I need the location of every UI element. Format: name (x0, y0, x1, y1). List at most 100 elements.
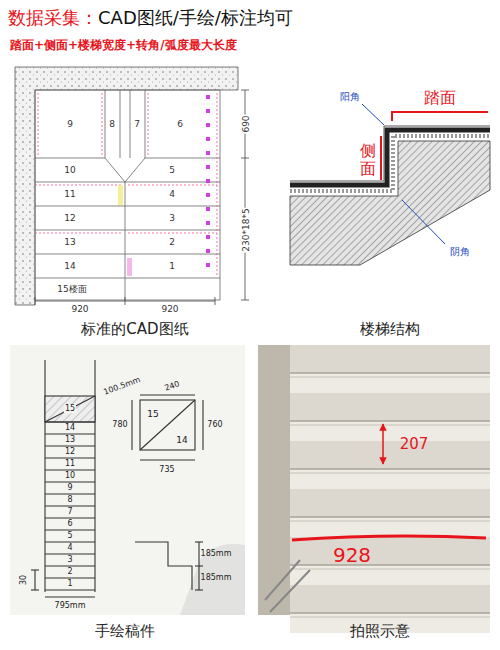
step-number: 6 (177, 119, 183, 129)
tread (290, 373, 490, 393)
photo-dimension: 928 (333, 544, 371, 567)
panel-caption: 手绘稿件 (95, 623, 155, 640)
step-number: 9 (67, 119, 73, 129)
sketch-step-number: 9 (67, 483, 72, 492)
subtitle: 踏面+侧面+楼梯宽度+转角/弧度最大长度 (10, 39, 237, 53)
sketch-row-line (45, 577, 95, 578)
sketch-step-number: 12 (65, 447, 75, 456)
sketch-dimension: 780 (112, 420, 127, 429)
riser (290, 441, 490, 469)
cad-drawing (15, 67, 249, 305)
tread (290, 421, 490, 441)
sketch-row-line (45, 529, 95, 530)
step-number: 12 (64, 213, 75, 223)
corner-label: 阳角 (340, 91, 360, 103)
tread (290, 565, 490, 585)
nosing (290, 564, 490, 566)
nosing-groove (290, 473, 490, 474)
sketch-dimension: 30 (19, 575, 28, 585)
riser (290, 393, 490, 421)
dimension: 920 (160, 304, 179, 314)
sketch-step-number: 4 (67, 543, 72, 552)
nosing (290, 372, 490, 374)
step-number: 13 (64, 237, 75, 247)
tread (290, 469, 490, 489)
sketch-row-line (45, 541, 95, 542)
nosing-groove (290, 521, 490, 522)
title-rest: CAD图纸/手绘/标注均可 (98, 6, 293, 30)
sketch-step-number: 3 (67, 555, 72, 564)
sketch-step-number: 14 (65, 423, 75, 432)
step-number: 2 (169, 237, 175, 247)
nosing-groove (290, 425, 490, 426)
dimension: 920 (70, 304, 89, 314)
riser (290, 537, 490, 565)
dimension: 690 (241, 114, 251, 133)
sketch-step-number: 6 (67, 519, 72, 528)
sketch-dimension: 760 (207, 420, 222, 429)
panel-caption: 拍照示意 (350, 623, 410, 640)
hand-sketch (10, 345, 245, 615)
sketch-row-line (45, 493, 95, 494)
sketch-row-line (45, 553, 95, 554)
step-number: 4 (169, 189, 175, 199)
sketch-step-number: 15 (147, 409, 158, 419)
step-number: 5 (169, 165, 175, 175)
dimension: 230*18*5 (241, 207, 251, 252)
nosing-groove (290, 569, 490, 570)
sketch-step-number: 11 (65, 459, 75, 468)
stair-section (290, 104, 490, 265)
sketch-row-line (45, 469, 95, 470)
riser-label: 侧面 (360, 142, 376, 177)
sketch-step-number: 14 (176, 435, 187, 445)
sketch-row-line (45, 517, 95, 518)
tread-label: 踏面 (424, 89, 456, 107)
sketch-row-line (45, 457, 95, 458)
sketch-row-line (45, 421, 95, 422)
step-number: 8 (109, 119, 115, 129)
corner-label: 阴角 (450, 246, 470, 258)
sketch-step-number: 5 (67, 531, 72, 540)
sketch-dimension: 240 (163, 379, 181, 393)
step-number: 7 (134, 119, 140, 129)
riser (290, 489, 490, 517)
sketch-row-line (45, 445, 95, 446)
stair-photo (258, 345, 490, 633)
title: 数据采集： (8, 6, 98, 30)
step-number: 14 (64, 261, 75, 271)
sketch-step-number: 2 (67, 567, 72, 576)
sketch-step-number: 1 (67, 579, 72, 588)
step-number: 11 (64, 189, 75, 199)
sketch-step-number: 15 (64, 404, 76, 413)
riser (290, 345, 490, 373)
sketch-step-number: 10 (65, 471, 75, 480)
nosing-groove (290, 377, 490, 378)
nosing-groove (290, 617, 490, 618)
nosing (290, 420, 490, 422)
step-number: 3 (169, 213, 175, 223)
sketch-dimension: 795mm (55, 601, 86, 610)
step-number: 1 (169, 261, 175, 271)
sketch-row-line (45, 481, 95, 482)
nosing (290, 612, 490, 614)
sketch-step-number: 8 (67, 495, 72, 504)
sketch-row-line (45, 565, 95, 566)
sketch-dimension: 185mm (201, 549, 232, 558)
nosing (290, 468, 490, 470)
photo-dimension: 207 (400, 436, 429, 453)
sketch-row-line (45, 433, 95, 434)
step-number: 10 (64, 165, 75, 175)
header: 数据采集：CAD图纸/手绘/标注均可 (8, 6, 293, 30)
riser (290, 585, 490, 613)
sketch-dimension: 735 (159, 465, 174, 474)
sketch-dimension: 185mm (201, 573, 232, 582)
sketch-dimension: 100.5mm (102, 375, 141, 397)
tread (290, 517, 490, 537)
sketch-step-number: 13 (65, 435, 75, 444)
nosing (290, 516, 490, 518)
panel-caption: 楼梯结构 (360, 321, 420, 338)
panel-caption: 标准的CAD图纸 (81, 321, 188, 338)
sketch-row-line (45, 505, 95, 506)
